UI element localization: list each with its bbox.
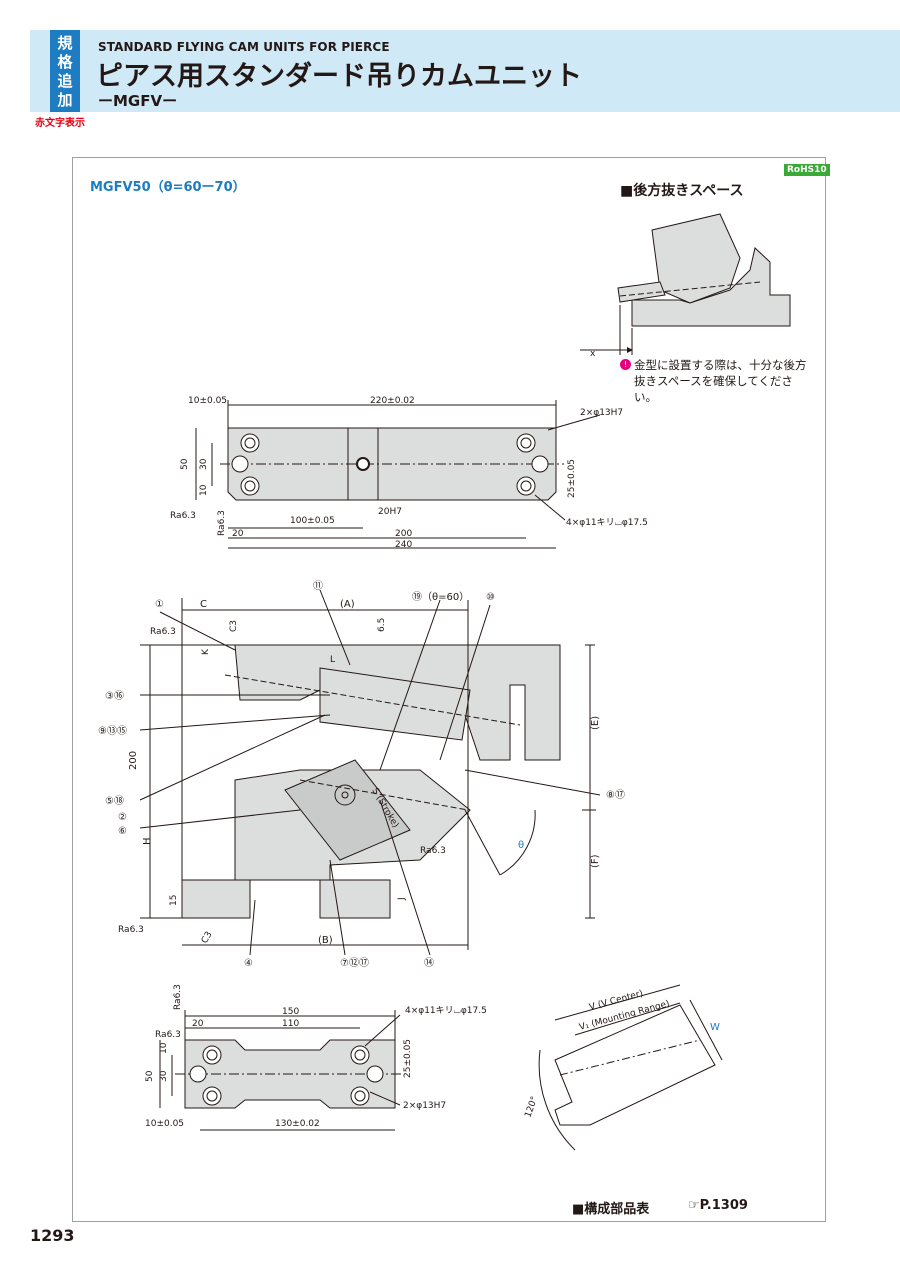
chamfer-c3-top: C3 — [229, 620, 239, 632]
callout-11: ⑪ — [313, 580, 323, 592]
parts-table-title: ■構成部品表 — [572, 1202, 650, 1217]
callout-19: ⑲（θ=60） — [412, 591, 469, 603]
dim-100: 100±0.05 — [290, 516, 335, 526]
dim-220: 220±0.02 — [370, 396, 415, 406]
dim-K: K — [201, 648, 211, 655]
dim-240: 240 — [395, 540, 412, 550]
page-number: 1293 — [30, 1226, 75, 1245]
dim-20-bottom: 20 — [192, 1019, 204, 1029]
dim-150: 150 — [282, 1007, 299, 1017]
callout-7-12-17: ⑦⑫⑰ — [340, 957, 369, 969]
roughness-side-c: Ra6.3 — [118, 925, 144, 935]
dim-30: 30 — [199, 458, 209, 470]
roughness-bottom-v: Ra6.3 — [173, 984, 183, 1010]
callout-10: ⑩ — [486, 592, 495, 603]
header-band — [30, 30, 900, 112]
tag-char: 規 — [57, 34, 73, 52]
dim-J: J — [397, 897, 407, 901]
callout-1: ① — [155, 599, 164, 610]
callout-4: ④ — [244, 958, 253, 969]
holes-13h7-bottom: 2×φ13H7 — [403, 1101, 446, 1111]
dim-10v: 10 — [199, 484, 209, 496]
dim-6-5: 6.5 — [377, 618, 387, 632]
dim-B: (B) — [318, 935, 333, 946]
dim-C: C — [200, 599, 207, 610]
roughness-2: Ra6.3 — [217, 510, 227, 536]
callout-6: ⑥ — [118, 826, 127, 837]
dim-A: (A) — [340, 599, 355, 610]
title-english: STANDARD FLYING CAM UNITS FOR PIERCE — [98, 40, 390, 54]
parts-page-link[interactable]: ☞P.1309 — [688, 1198, 748, 1213]
chamfer-c3-bottom: C3 — [200, 930, 215, 945]
dim-110: 110 — [282, 1019, 299, 1029]
holes-counterbore: 4×φ11キリ⌴φ17.5 — [566, 518, 648, 528]
back-space-note: 金型に設置する際は、十分な後方抜きスペースを確保してください。 — [634, 358, 807, 404]
callout-9-13-15: ⑨⑬⑮ — [98, 725, 127, 737]
roughness-bottom-h: Ra6.3 — [155, 1030, 181, 1040]
dim-20h7: 20H7 — [378, 507, 402, 517]
bottom-plate-view — [159, 1010, 405, 1131]
dim-H: H — [142, 837, 153, 845]
tag-char: 追 — [57, 72, 73, 90]
tag-char: 加 — [57, 91, 73, 109]
model-series: ーMGFVー — [98, 92, 178, 110]
callout-8-17: ⑧⑰ — [606, 789, 625, 801]
dim-130: 130±0.02 — [275, 1119, 320, 1129]
tag-char: 格 — [57, 53, 73, 71]
roughness-side-a: Ra6.3 — [150, 627, 176, 637]
dim-10: 10±0.05 — [188, 396, 227, 406]
callout-2: ② — [118, 812, 127, 823]
spec-added-tag: 規 格 追 加 — [50, 30, 80, 112]
red-text-note: 赤文字表示 — [35, 118, 85, 129]
side-assembly-view — [139, 589, 601, 956]
callout-14: ⑭ — [424, 957, 434, 969]
dim-30-bottom: 30 — [159, 1070, 169, 1082]
back-space-diagram — [580, 213, 791, 355]
dim-10-tol-bottom: 10±0.05 — [145, 1119, 184, 1129]
mounting-angle-view — [538, 984, 723, 1151]
dim-20: 20 — [232, 529, 244, 539]
x-dim-label: x — [590, 349, 596, 359]
dim-50-bottom: 50 — [145, 1070, 155, 1082]
callout-3-16: ③⑯ — [105, 690, 124, 702]
dim-200: 200 — [395, 529, 412, 539]
top-plate-view — [195, 400, 601, 549]
dim-F: (F) — [590, 854, 601, 868]
dim-50: 50 — [180, 458, 190, 470]
dim-25-bottom: 25±0.05 — [403, 1039, 413, 1078]
dim-200-side: 200 — [128, 751, 139, 770]
model-label: MGFV50（θ=60ー70） — [90, 180, 246, 195]
callout-5-18: ⑤⑱ — [105, 795, 124, 807]
roughness-1: Ra6.3 — [170, 511, 196, 521]
dim-E: (E) — [590, 716, 601, 730]
holes-counterbore-bottom: 4×φ11キリ⌴φ17.5 — [405, 1006, 487, 1016]
dim-10-bottom: 10 — [159, 1042, 169, 1054]
drawing-panel — [72, 157, 826, 1222]
roughness-side-b: Ra6.3 — [420, 846, 446, 856]
dim-L: L — [330, 655, 335, 665]
theta-label: θ — [518, 840, 524, 851]
dim-25: 25±0.05 — [567, 459, 577, 498]
angle-120: 120° — [523, 1095, 540, 1119]
page-title: ピアス用スタンダード吊りカムユニット — [96, 61, 582, 92]
back-space-title: ■後方抜きスペース — [620, 183, 744, 199]
dim-15: 15 — [169, 895, 179, 906]
w-label: W — [710, 1022, 720, 1033]
warning-icon: ! — [620, 359, 631, 370]
holes-13h7: 2×φ13H7 — [580, 408, 623, 418]
rohs-badge: RoHS10 — [784, 164, 830, 176]
